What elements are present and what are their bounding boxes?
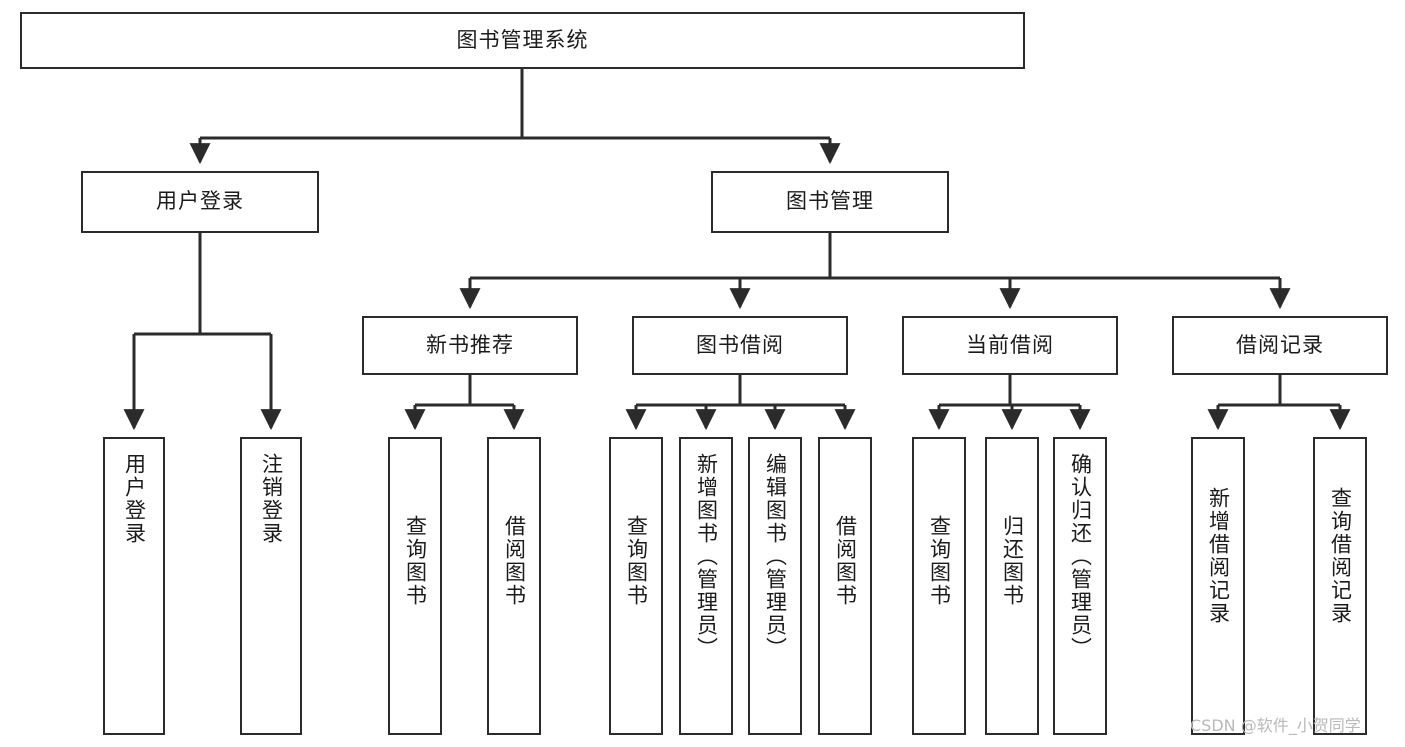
node-user-logout-action[interactable]: 注销登录 (240, 437, 302, 735)
node-root-system[interactable]: 图书管理系统 (20, 12, 1025, 69)
node-borrow-query-book[interactable]: 查询图书 (609, 437, 663, 735)
node-label: 查询图书 (927, 515, 952, 607)
node-borrow-borrow-book[interactable]: 借阅图书 (818, 437, 872, 735)
node-label: 确认归还（管理员） (1068, 453, 1093, 660)
node-user-login-action[interactable]: 用户登录 (103, 437, 165, 735)
node-current-query-book[interactable]: 查询图书 (912, 437, 966, 735)
node-label: 查询图书 (624, 515, 649, 607)
node-label: 用户登录 (122, 453, 147, 545)
node-newbook-query-book[interactable]: 查询图书 (388, 437, 442, 735)
node-current-borrow[interactable]: 当前借阅 (902, 316, 1118, 375)
node-book-management[interactable]: 图书管理 (711, 171, 949, 233)
node-label: 查询图书 (403, 515, 428, 607)
node-label: 新增借阅记录 (1206, 487, 1231, 625)
node-label: 当前借阅 (966, 332, 1054, 357)
node-label: 编辑图书（管理员） (763, 453, 788, 660)
node-borrow-record[interactable]: 借阅记录 (1172, 316, 1388, 375)
csdn-watermark: CSDN @软件_小贺同学 (1190, 716, 1361, 735)
node-label: 注销登录 (259, 453, 284, 545)
node-label: 图书管理 (786, 189, 874, 214)
node-label: 借阅图书 (502, 515, 527, 607)
node-label: 图书借阅 (696, 332, 784, 357)
node-label: 图书管理系统 (456, 27, 589, 52)
node-label: 借阅图书 (833, 515, 858, 607)
node-borrow-add-book-admin[interactable]: 新增图书（管理员） (679, 437, 733, 735)
node-new-book-recommend[interactable]: 新书推荐 (362, 316, 578, 375)
node-label: 归还图书 (1000, 515, 1025, 607)
node-record-query-record[interactable]: 查询借阅记录 (1313, 437, 1367, 735)
node-current-return-book[interactable]: 归还图书 (985, 437, 1039, 735)
node-label: 查询借阅记录 (1328, 487, 1353, 625)
node-newbook-borrow-book[interactable]: 借阅图书 (487, 437, 541, 735)
node-borrow-edit-book-admin[interactable]: 编辑图书（管理员） (748, 437, 802, 735)
node-label: 借阅记录 (1236, 332, 1324, 357)
node-user-login[interactable]: 用户登录 (81, 171, 319, 233)
node-current-confirm-return-admin[interactable]: 确认归还（管理员） (1053, 437, 1107, 735)
node-label: 用户登录 (156, 189, 244, 214)
node-record-add-record[interactable]: 新增借阅记录 (1191, 437, 1245, 735)
node-label: 新书推荐 (426, 332, 514, 357)
node-book-borrow[interactable]: 图书借阅 (632, 316, 848, 375)
node-label: 新增图书（管理员） (694, 453, 719, 660)
